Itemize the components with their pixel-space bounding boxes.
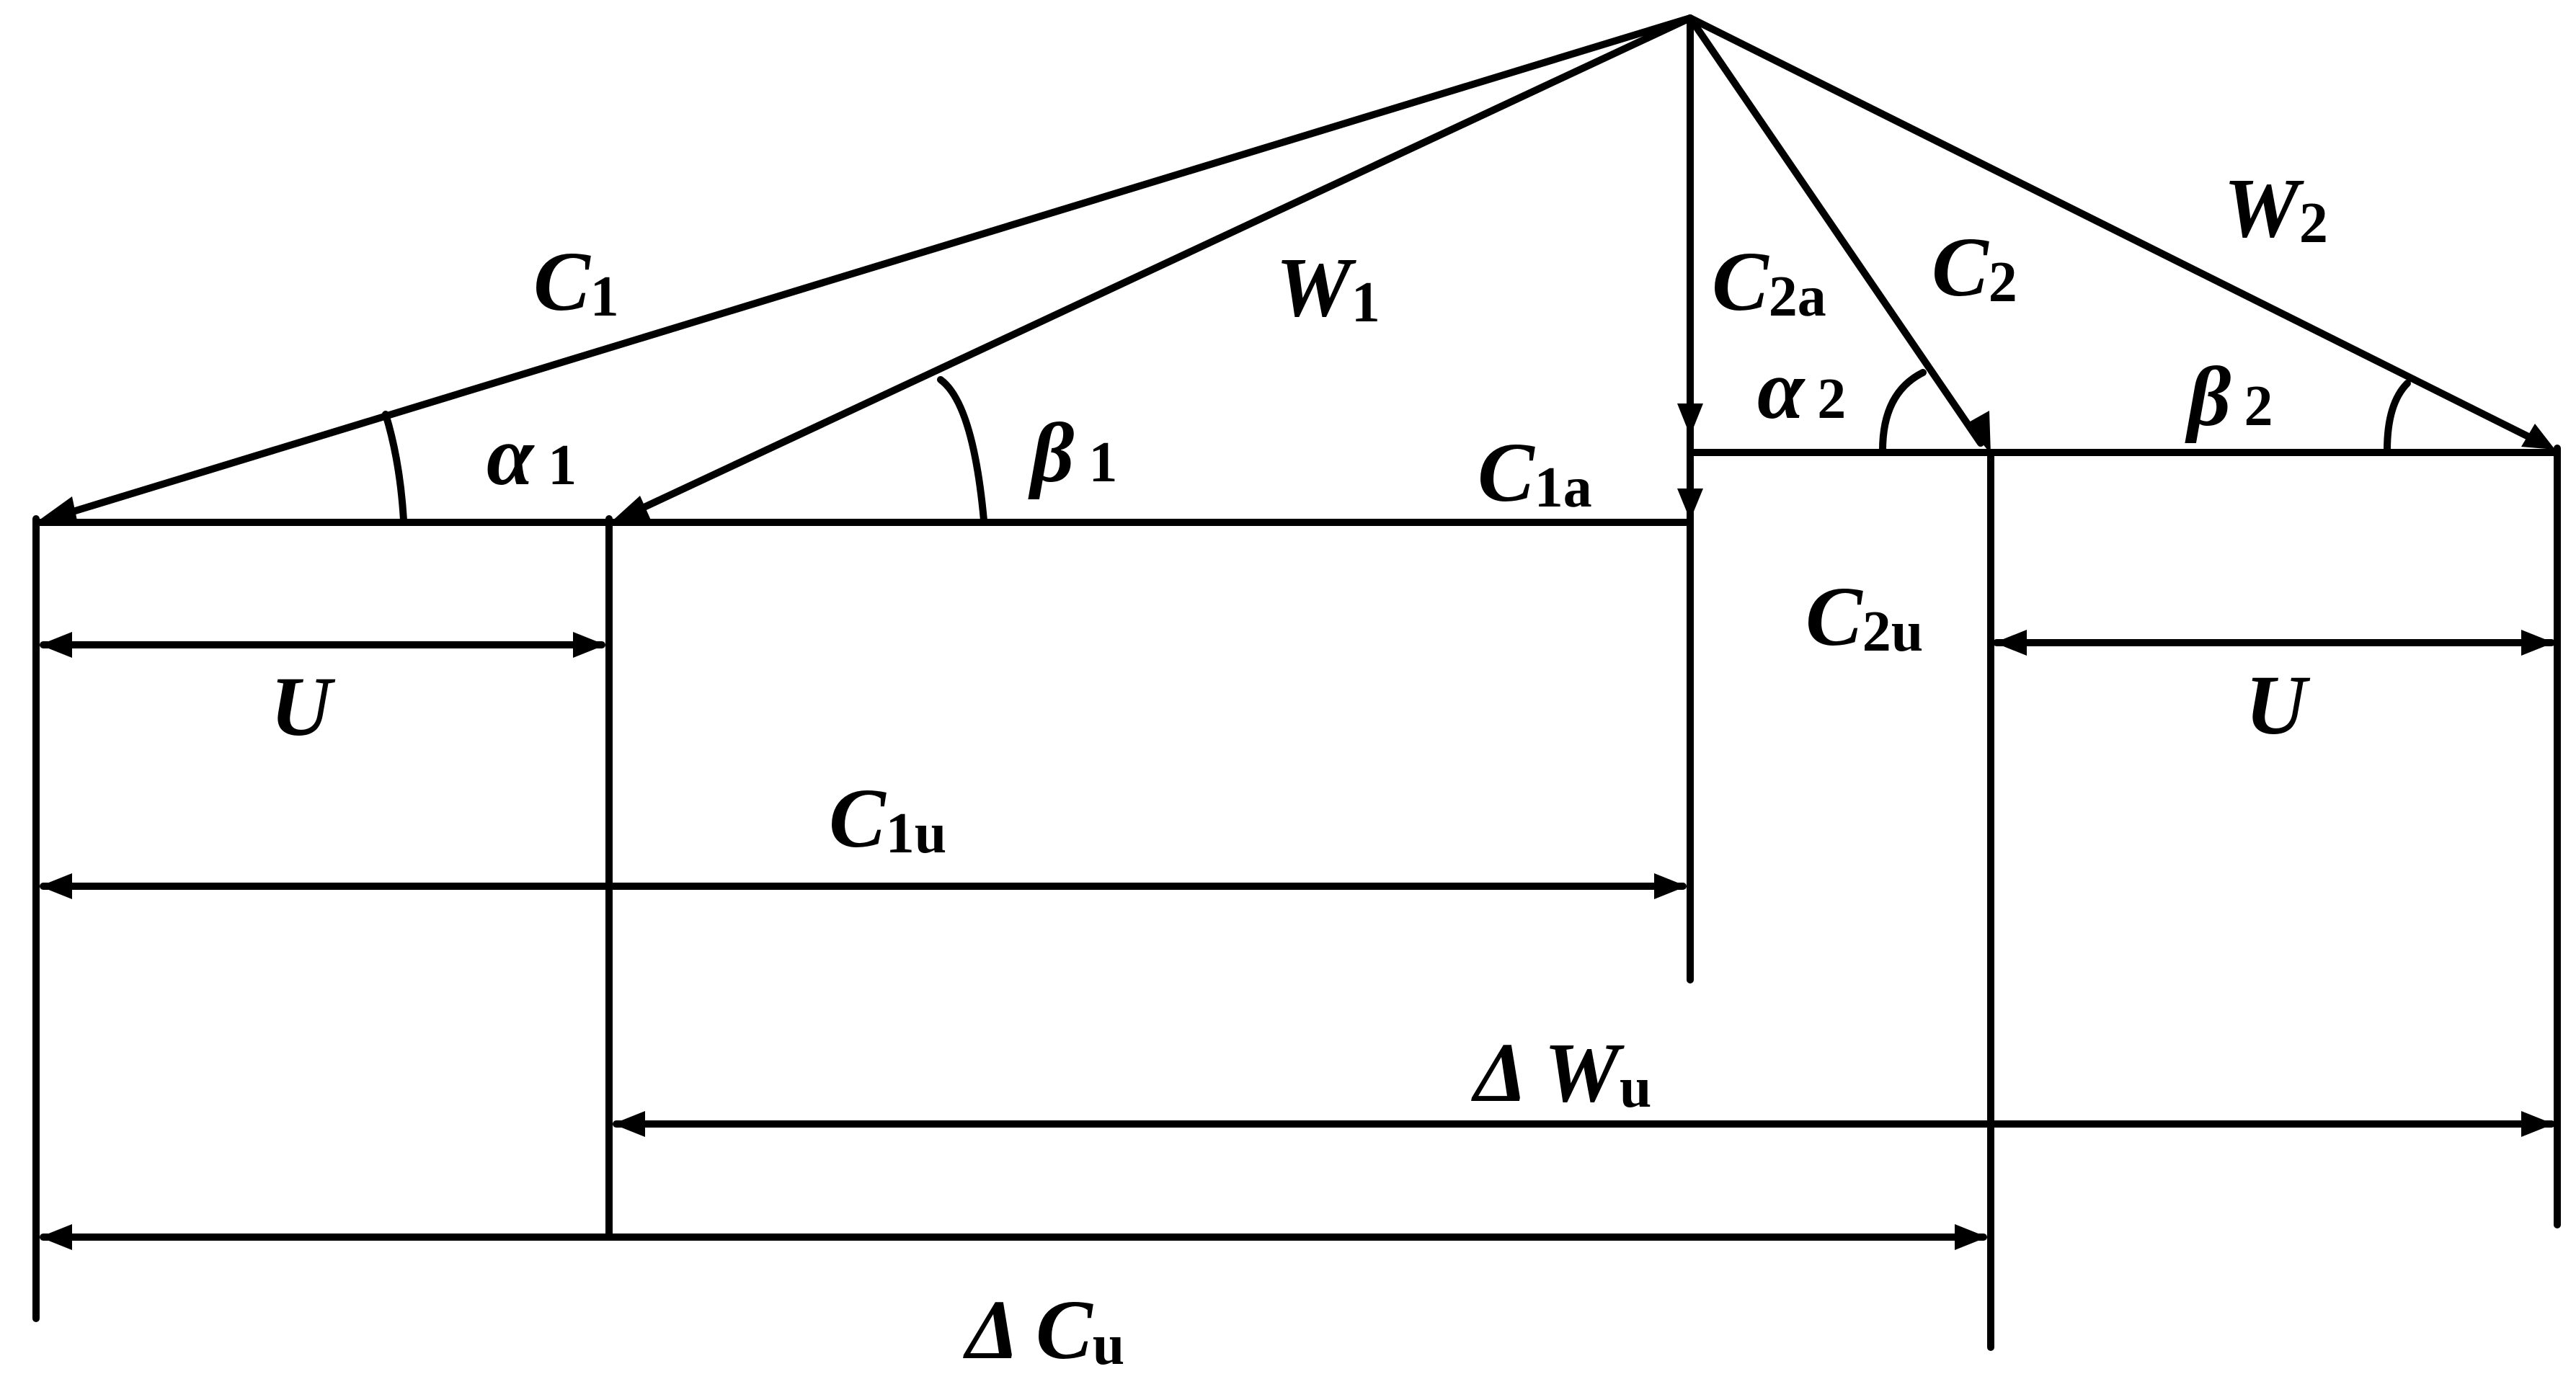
dim-c1u-head-r	[1654, 873, 1687, 899]
label-w2: W2	[2224, 161, 2328, 255]
dim-dcu-head-l	[40, 1224, 72, 1250]
dim-dcu-head-r	[1955, 1224, 1987, 1250]
dim-dwu-head-l	[613, 1111, 645, 1137]
dim-u-right-head-r	[2521, 630, 2554, 656]
arc-beta1	[937, 376, 987, 524]
arc-alpha2	[1879, 369, 1927, 454]
dim-c1u-head-l	[40, 873, 72, 899]
arrowhead-c2	[1966, 411, 1991, 454]
dim-u-left-head-r	[573, 632, 605, 658]
vector-c1	[50, 14, 1694, 521]
label-u-right: U	[2245, 658, 2311, 752]
vector-c2	[1687, 14, 1984, 447]
arrowhead-w1	[609, 496, 652, 524]
arrowhead-c1	[36, 496, 78, 524]
dim-dwu-head-r	[2521, 1111, 2554, 1137]
arrowhead-w2	[2521, 424, 2555, 450]
label-u-left: U	[270, 659, 336, 754]
label-c1: C1	[533, 234, 619, 329]
label-c2: C2	[1932, 220, 2017, 314]
label-c2u: C2u	[1806, 569, 1923, 664]
arrowhead-c2a	[1677, 403, 1703, 436]
arc-beta2	[2384, 380, 2411, 454]
label-c1a: C1a	[1478, 425, 1592, 519]
arc-alpha1	[382, 411, 407, 524]
vector-w1	[623, 14, 1694, 519]
dim-u-left-head-l	[40, 632, 72, 658]
label-dwu: Δ Wu	[1471, 1025, 1651, 1120]
dim-u-right-head-l	[1994, 630, 2027, 656]
vector-w2	[1687, 14, 2546, 447]
label-dcu: Δ Cu	[963, 1282, 1124, 1374]
label-c2a: C2a	[1712, 234, 1826, 329]
label-w1: W1	[1276, 240, 1380, 334]
label-c1u: C1u	[829, 771, 946, 865]
